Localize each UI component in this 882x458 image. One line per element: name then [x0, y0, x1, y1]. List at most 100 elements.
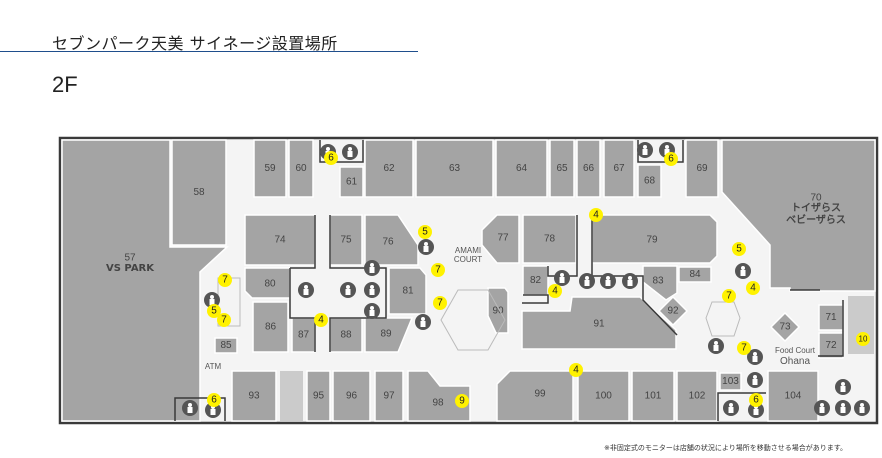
- restroom-icon: [835, 379, 851, 395]
- signage-marker-6[interactable]: 6: [749, 393, 763, 407]
- label-court2: COURT: [454, 255, 482, 264]
- store-shape: [481, 214, 520, 264]
- store-58[interactable]: 58: [171, 139, 227, 246]
- store-80[interactable]: 80: [244, 267, 291, 299]
- signage-marker-9[interactable]: 9: [455, 394, 469, 408]
- store-64[interactable]: 64: [495, 139, 548, 198]
- signage-marker-4[interactable]: 4: [314, 313, 328, 327]
- store-number: 62: [383, 163, 395, 174]
- store-shape: [231, 370, 277, 422]
- store-number: 75: [340, 235, 352, 246]
- signage-marker-4[interactable]: 4: [589, 208, 603, 222]
- store-65[interactable]: 65: [549, 139, 575, 198]
- store-72[interactable]: 72: [818, 332, 844, 359]
- store-shape: [364, 139, 414, 198]
- store-77[interactable]: 77: [481, 214, 520, 264]
- signage-marker-4[interactable]: 4: [746, 281, 760, 295]
- wheelchair-icon: [835, 400, 851, 416]
- label-atm: ATM: [205, 362, 222, 371]
- store-84[interactable]: 84: [678, 266, 712, 283]
- floor-label: 2F: [52, 72, 78, 97]
- store-number: 64: [516, 163, 528, 174]
- store-59[interactable]: 59: [253, 139, 287, 198]
- store-75[interactable]: 75: [329, 214, 363, 266]
- store-85[interactable]: 85: [214, 337, 238, 354]
- signage-marker-5[interactable]: 5: [732, 242, 746, 256]
- signage-number: 4: [593, 210, 599, 221]
- signage-number: 6: [211, 395, 217, 406]
- signage-marker-6[interactable]: 6: [207, 393, 221, 407]
- smoking-icon: [415, 314, 431, 330]
- store-69[interactable]: 69: [685, 139, 719, 198]
- store-73[interactable]: 73: [769, 311, 801, 343]
- store-92[interactable]: 92: [657, 295, 689, 327]
- store-63[interactable]: 63: [415, 139, 494, 198]
- store-66[interactable]: 66: [576, 139, 601, 198]
- store-shape: [364, 214, 419, 266]
- signage-marker-6[interactable]: 6: [324, 151, 338, 165]
- signage-marker-7[interactable]: 7: [218, 273, 232, 287]
- signage-marker-4[interactable]: 4: [548, 284, 562, 298]
- store-97[interactable]: 97: [374, 370, 404, 422]
- store-99[interactable]: 99: [496, 370, 574, 422]
- store-71[interactable]: 71: [818, 304, 844, 331]
- store-104[interactable]: 104: [767, 370, 819, 422]
- signage-number: 7: [741, 343, 747, 354]
- wall-line: [290, 215, 316, 269]
- signage-marker-5[interactable]: 5: [418, 225, 432, 239]
- signage-marker-7[interactable]: 7: [737, 341, 751, 355]
- signage-marker-7[interactable]: 7: [217, 313, 231, 327]
- store-shape: [521, 296, 677, 350]
- store-number: 96: [346, 391, 358, 402]
- signage-marker-7[interactable]: 7: [722, 289, 736, 303]
- store-76[interactable]: 76: [364, 214, 419, 266]
- signage-marker-7[interactable]: 7: [433, 296, 447, 310]
- store-number: 70: [810, 193, 822, 204]
- store-79[interactable]: 79: [591, 214, 718, 264]
- store-78[interactable]: 78: [522, 214, 577, 264]
- store-89[interactable]: 89: [364, 317, 414, 353]
- store-95[interactable]: 95: [306, 370, 331, 422]
- escalator-icon: [723, 400, 739, 416]
- store-82[interactable]: 82: [522, 265, 549, 296]
- signage-marker-7[interactable]: 7: [431, 263, 445, 277]
- store-91[interactable]: 91: [521, 296, 677, 350]
- store-93[interactable]: 93: [231, 370, 277, 422]
- signage-number: 7: [726, 291, 732, 302]
- store-81[interactable]: 81: [388, 267, 427, 315]
- store-102[interactable]: 102: [676, 370, 718, 422]
- signage-marker-6[interactable]: 6: [664, 152, 678, 166]
- store-88[interactable]: 88: [329, 317, 363, 353]
- wheelchair-icon: [579, 273, 595, 289]
- store-87[interactable]: 87: [291, 317, 316, 353]
- store-number: 76: [382, 237, 394, 248]
- store-67[interactable]: 67: [603, 139, 635, 198]
- store-100[interactable]: 100: [577, 370, 630, 422]
- store-96[interactable]: 96: [332, 370, 371, 422]
- store-shape: [631, 370, 675, 422]
- store-number: 87: [298, 330, 310, 341]
- store-shape: [407, 370, 471, 422]
- store-61[interactable]: 61: [339, 166, 364, 198]
- store-number: 84: [689, 269, 701, 280]
- store-number: 91: [593, 319, 605, 330]
- store-shape: [496, 370, 574, 422]
- signage-marker-10[interactable]: 10: [856, 332, 870, 346]
- signage-marker-4[interactable]: 4: [569, 363, 583, 377]
- nursing-room-icon: [364, 303, 380, 319]
- store-86[interactable]: 86: [252, 301, 289, 353]
- store-103[interactable]: 103: [719, 372, 742, 391]
- store-74[interactable]: 74: [244, 214, 316, 266]
- store-60[interactable]: 60: [288, 139, 314, 198]
- store-number: 103: [722, 376, 739, 387]
- wall-line: [717, 392, 766, 421]
- store-62[interactable]: 62: [364, 139, 414, 198]
- store-68[interactable]: 68: [637, 164, 662, 198]
- signage-number: 4: [552, 286, 558, 297]
- store-number: 93: [248, 391, 260, 402]
- store-98[interactable]: 98: [407, 370, 471, 422]
- signage-marker-5[interactable]: 5: [207, 304, 221, 318]
- store-101[interactable]: 101: [631, 370, 675, 422]
